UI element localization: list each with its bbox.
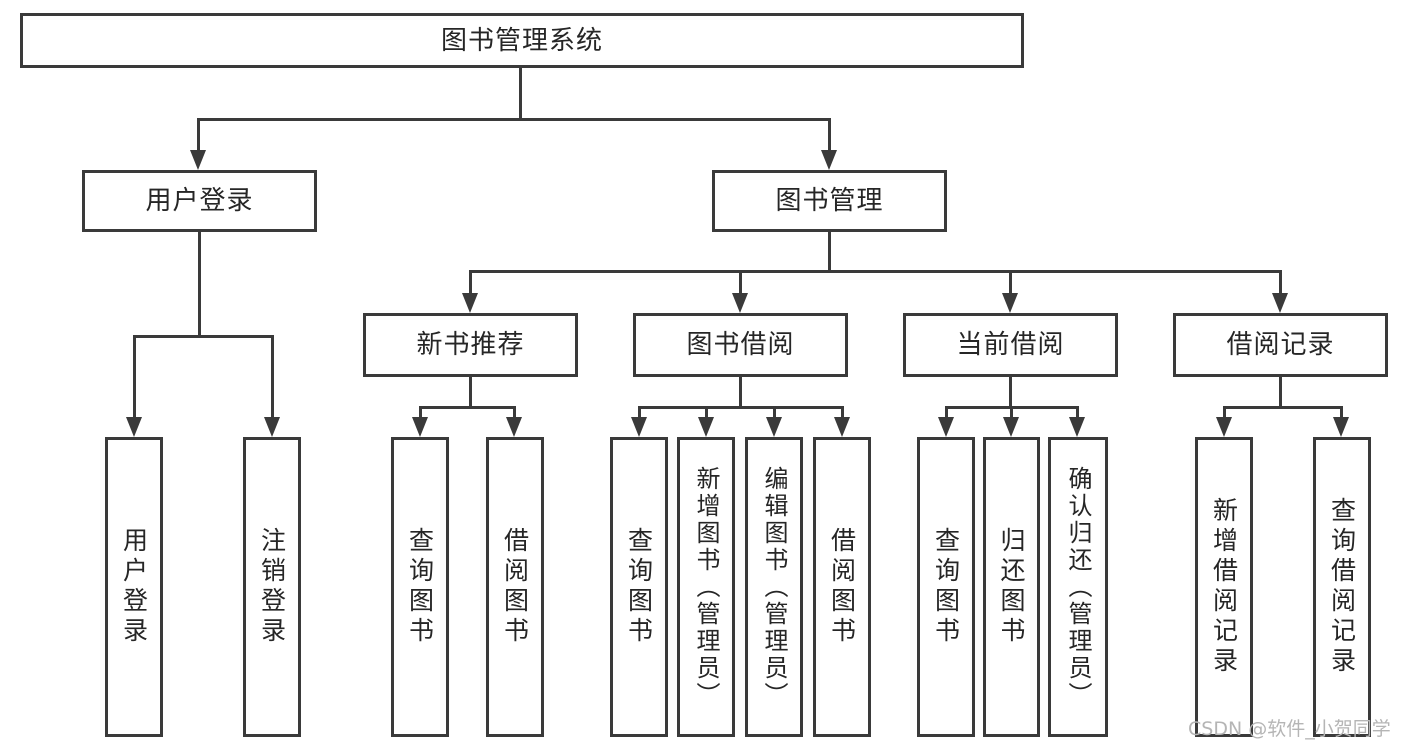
- leaf-query-books: 查询图书: [391, 437, 449, 737]
- node-label: 图书借阅: [686, 330, 795, 360]
- connector-book-mgmt-splitter: [469, 270, 1282, 273]
- leaf-confirm-return-admin: 确认归还（管理员）: [1048, 437, 1108, 737]
- connector-to-book-management: [828, 118, 831, 152]
- arrow-down-icon: [698, 417, 714, 437]
- arrow-down-icon: [766, 417, 782, 437]
- arrow-down-icon: [821, 150, 837, 170]
- node-book-management: 图书管理: [712, 170, 947, 232]
- node-label: 借阅记录: [1226, 330, 1335, 360]
- node-new-book-recommendation: 新书推荐: [363, 313, 578, 377]
- node-book-borrowing: 图书借阅: [633, 313, 848, 377]
- node-label: 归还图书: [997, 527, 1026, 647]
- node-label: 新增图书（管理员）: [692, 465, 720, 709]
- node-label: 借阅图书: [827, 527, 857, 647]
- node-label: 查询借阅记录: [1327, 497, 1357, 677]
- connector-new-book-trunk: [469, 377, 472, 409]
- node-label: 编辑图书（管理员）: [760, 465, 788, 709]
- connector-current-borrow-trunk: [1009, 377, 1012, 409]
- leaf-borrow-books: 借阅图书: [813, 437, 871, 737]
- node-label: 图书管理: [775, 186, 884, 216]
- connector-to-user-login: [197, 118, 200, 152]
- node-user-login: 用户登录: [82, 170, 317, 232]
- node-label: 注销登录: [257, 527, 287, 647]
- connector-to-login-leaf: [133, 335, 136, 417]
- connector-to-new-book: [469, 270, 472, 293]
- connector-to-current-borrow: [1009, 270, 1012, 293]
- node-label: 用户登录: [145, 186, 254, 216]
- leaf-logout: 注销登录: [243, 437, 301, 737]
- node-label: 新增借阅记录: [1209, 497, 1239, 677]
- node-label: 查询图书: [405, 527, 435, 647]
- connector-root-trunk: [519, 68, 522, 120]
- leaf-borrow-books: 借阅图书: [486, 437, 544, 737]
- leaf-edit-books-admin: 编辑图书（管理员）: [745, 437, 803, 737]
- node-label: 用户登录: [119, 527, 149, 647]
- connector-book-mgmt-trunk: [828, 232, 831, 272]
- arrow-down-icon: [190, 150, 206, 170]
- connector-root-splitter: [197, 118, 831, 121]
- arrow-down-icon: [506, 417, 522, 437]
- arrow-down-icon: [1272, 293, 1288, 313]
- connector-leaf: [773, 406, 776, 417]
- connector-new-book-splitter: [419, 406, 516, 409]
- arrow-down-icon: [1003, 417, 1019, 437]
- leaf-query-books: 查询图书: [610, 437, 668, 737]
- node-library-management-system: 图书管理系统: [20, 13, 1024, 68]
- arrow-down-icon: [631, 417, 647, 437]
- connector-user-login-trunk: [198, 232, 201, 338]
- arrow-down-icon: [732, 293, 748, 313]
- connector-leaf: [638, 406, 641, 417]
- connector-to-logout-leaf: [271, 335, 274, 417]
- connector-leaf: [1340, 406, 1343, 417]
- leaf-add-books-admin: 新增图书（管理员）: [677, 437, 735, 737]
- connector-book-borrow-splitter: [638, 406, 843, 409]
- node-label: 查询图书: [931, 527, 961, 647]
- leaf-user-login: 用户登录: [105, 437, 163, 737]
- connector-user-login-splitter: [133, 335, 274, 338]
- arrow-down-icon: [264, 417, 280, 437]
- connector-to-borrow-record: [1279, 270, 1282, 293]
- connector-leaf: [513, 406, 516, 417]
- arrow-down-icon: [412, 417, 428, 437]
- connector-borrow-record-trunk: [1279, 377, 1282, 409]
- leaf-query-books: 查询图书: [917, 437, 975, 737]
- connector-to-book-borrow: [739, 270, 742, 293]
- connector-leaf: [1223, 406, 1226, 417]
- leaf-return-books: 归还图书: [983, 437, 1040, 737]
- arrow-down-icon: [834, 417, 850, 437]
- node-borrowing-records: 借阅记录: [1173, 313, 1388, 377]
- csdn-watermark: CSDN @软件_小贺同学: [1188, 718, 1391, 740]
- arrow-down-icon: [462, 293, 478, 313]
- connector-leaf: [945, 406, 948, 417]
- node-label: 当前借阅: [956, 330, 1065, 360]
- arrow-down-icon: [126, 417, 142, 437]
- connector-leaf: [1010, 406, 1013, 417]
- arrow-down-icon: [1002, 293, 1018, 313]
- node-label: 新书推荐: [416, 330, 525, 360]
- arrow-down-icon: [1216, 417, 1232, 437]
- connector-book-borrow-trunk: [739, 377, 742, 409]
- connector-leaf: [419, 406, 422, 417]
- node-label: 图书管理系统: [440, 25, 603, 56]
- connector-leaf: [705, 406, 708, 417]
- node-current-borrowing: 当前借阅: [903, 313, 1118, 377]
- leaf-add-borrow-record: 新增借阅记录: [1195, 437, 1253, 737]
- connector-leaf: [1076, 406, 1079, 417]
- connector-leaf: [841, 406, 844, 417]
- node-label: 查询图书: [624, 527, 654, 647]
- leaf-query-borrow-record: 查询借阅记录: [1313, 437, 1371, 737]
- node-label: 借阅图书: [500, 527, 530, 647]
- connector-borrow-record-splitter: [1223, 406, 1342, 409]
- arrow-down-icon: [938, 417, 954, 437]
- arrow-down-icon: [1333, 417, 1349, 437]
- node-label: 确认归还（管理员）: [1064, 465, 1092, 709]
- arrow-down-icon: [1069, 417, 1085, 437]
